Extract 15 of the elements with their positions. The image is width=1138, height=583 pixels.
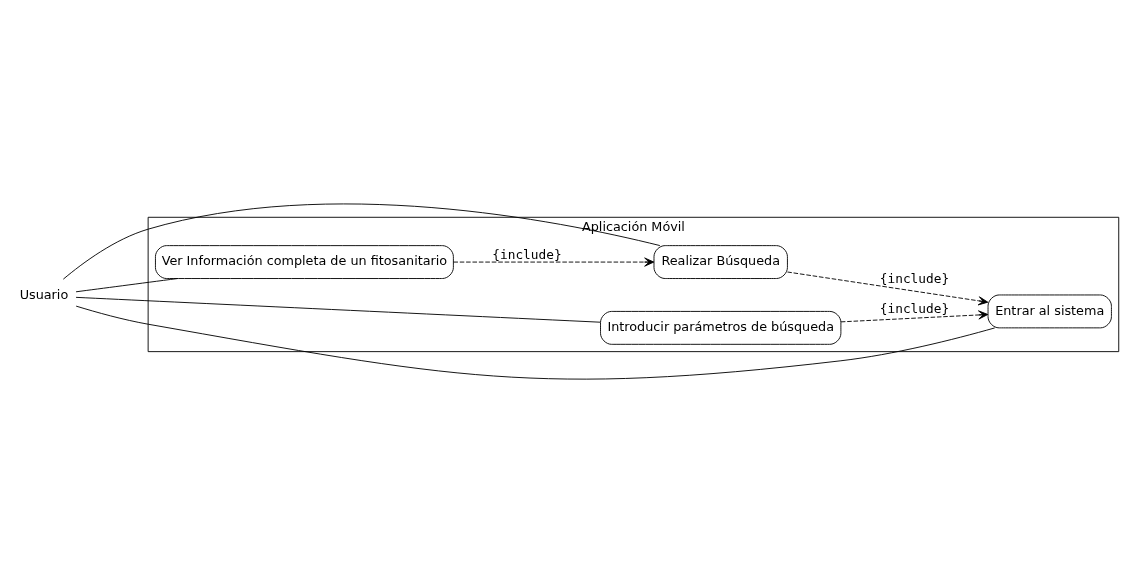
connector <box>62 203 661 280</box>
node-text: Usuario <box>19 287 69 303</box>
arrow <box>840 310 989 323</box>
edge-label: {include} <box>879 301 950 317</box>
connector <box>75 278 179 293</box>
node-box: Realizar Búsqueda <box>653 245 788 279</box>
edge-label: {include} <box>492 246 562 262</box>
node-box: Entrar al sistema <box>987 294 1112 329</box>
node-box: Ver Información completa de un fitosanitario <box>155 245 454 279</box>
connector <box>75 305 996 380</box>
arrow <box>787 271 989 306</box>
edge-label: {include} <box>879 271 950 287</box>
connector <box>75 296 601 323</box>
node-box: Introducir parámetros de búsqueda <box>600 310 842 345</box>
arrow <box>453 257 655 267</box>
